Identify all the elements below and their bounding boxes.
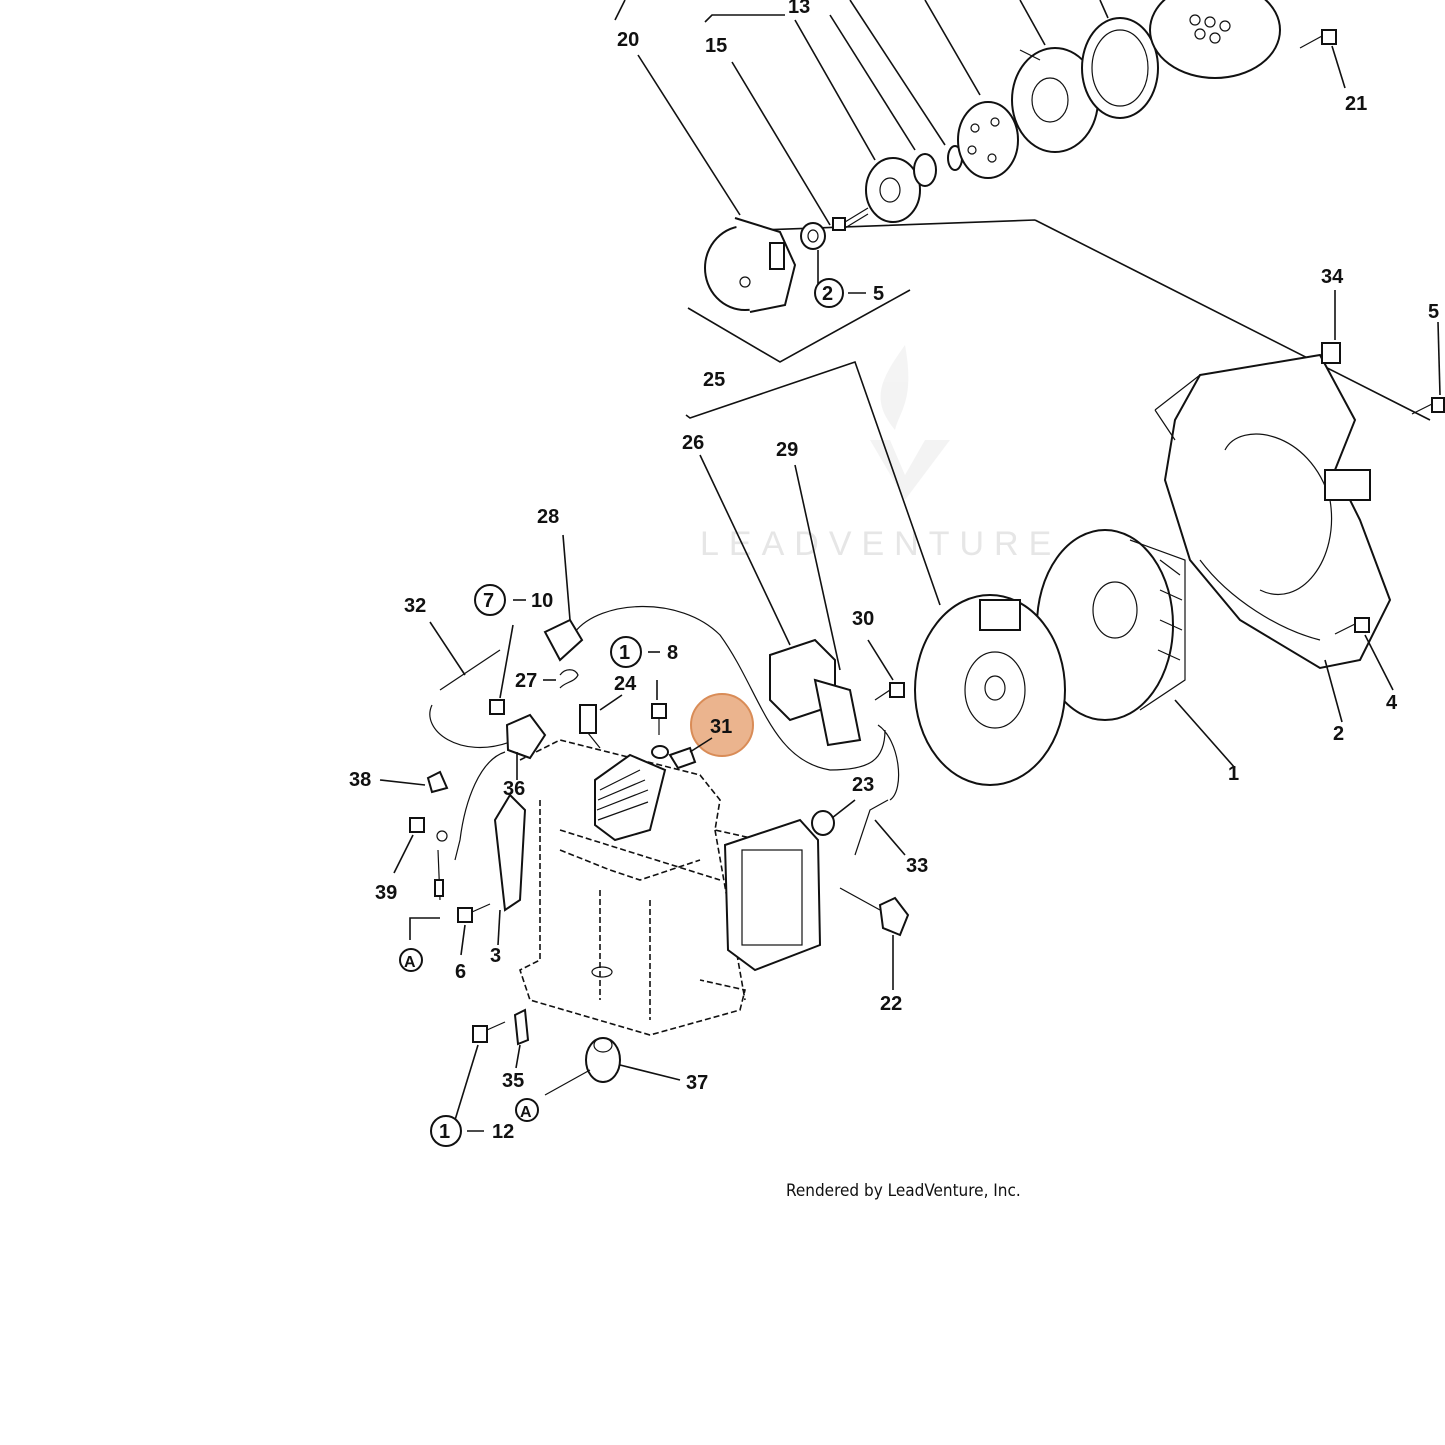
- callout-21: 21: [1345, 93, 1367, 115]
- highlight-marker-31[interactable]: [690, 693, 754, 757]
- starter-cup-part-20: [704, 217, 797, 313]
- callout-circle-A-bottom: [515, 1098, 539, 1122]
- bolt-part-35: [513, 1008, 530, 1046]
- callout-20: 20: [617, 29, 639, 51]
- callout-2: 2: [1333, 723, 1344, 745]
- switch-part-22: [839, 887, 910, 937]
- callout-7-10-num: 7: [483, 590, 494, 612]
- ring-part: [913, 145, 963, 187]
- callout-32: 32: [404, 595, 426, 617]
- plate-part-3: [493, 793, 527, 912]
- callout-2-5-suffix: 5: [873, 283, 884, 305]
- ignition-coil-part-26: [769, 638, 862, 747]
- bolt-part-6: [457, 903, 491, 923]
- callout-circle-A-left: [399, 948, 423, 972]
- callout-13: 13: [788, 0, 810, 18]
- callout-4: 4: [1386, 692, 1398, 714]
- callout-A-left: A: [404, 954, 416, 971]
- watermark-text: LEADVENTURE: [700, 525, 1061, 563]
- clip-part-38: [426, 770, 449, 794]
- callout-1-8-num: 1: [619, 642, 630, 664]
- plug-cap-part-28: [543, 618, 584, 662]
- callout-36: 36: [503, 778, 525, 800]
- callout-28: 28: [537, 506, 559, 528]
- callout-39: 39: [375, 882, 397, 904]
- bolt-part-15: [832, 207, 869, 231]
- spring-part-27: [559, 669, 579, 689]
- bolt-part-30: [874, 682, 905, 701]
- callout-6: 6: [455, 961, 466, 983]
- bolt-part-1-12: [472, 1021, 506, 1043]
- ratchet-plate: [957, 101, 1019, 179]
- callout-1-12-num: 1: [439, 1121, 450, 1143]
- callout-30: 30: [852, 608, 874, 630]
- clip-part-34: [1321, 342, 1341, 364]
- callout-1: 1: [1228, 763, 1239, 785]
- spark-plug-part-24: [579, 704, 601, 749]
- callout-34: 34: [1321, 266, 1344, 288]
- callout-26: 26: [682, 432, 704, 454]
- bolt-part-8: [651, 703, 667, 735]
- pulley-part-13: [865, 157, 921, 223]
- bracket-part-36: [505, 713, 547, 760]
- bolt-part-7-10: [489, 699, 505, 715]
- spring-part: [1081, 17, 1159, 119]
- callout-1-12-suffix: 12: [492, 1121, 514, 1143]
- callout-1-8-suffix: 8: [667, 642, 678, 664]
- nut-part-39: [409, 817, 448, 842]
- watermark-logo: [870, 345, 950, 500]
- callout-37: 37: [686, 1072, 708, 1094]
- nut-part-23: [811, 810, 835, 836]
- engine-block: [519, 739, 761, 1036]
- callout-29: 29: [776, 439, 798, 461]
- bolt-part-5-right: [1411, 397, 1445, 415]
- blower-housing-part-2: [1154, 353, 1392, 670]
- callout-circle-1-8: [610, 636, 642, 668]
- muffler: [723, 818, 822, 972]
- bolt-part-21: [1299, 29, 1337, 49]
- callout-35: 35: [502, 1070, 524, 1092]
- callout-24: 24: [614, 673, 637, 695]
- callout-27: 27: [515, 670, 537, 692]
- callout-31[interactable]: 31: [710, 716, 732, 738]
- starter-housing: [1149, 0, 1281, 79]
- reel-part: [1011, 47, 1099, 153]
- callout-circle-7-10: [474, 584, 506, 616]
- callout-3: 3: [490, 945, 501, 967]
- callout-38: 38: [349, 769, 371, 791]
- callout-circle-2-5: [814, 278, 844, 308]
- callout-23: 23: [852, 774, 874, 796]
- plug-part-37: [544, 1037, 621, 1096]
- callout-7-10-suffix: 10: [531, 590, 553, 612]
- callout-circle-1-12: [430, 1115, 462, 1147]
- callout-15: 15: [705, 35, 727, 57]
- callout-2-5-num: 2: [822, 283, 833, 305]
- callout-33: 33: [906, 855, 928, 877]
- washer-part-31: [651, 745, 697, 770]
- rotor: [914, 594, 1066, 786]
- bolt-part-4: [1334, 617, 1370, 635]
- callout-22: 22: [880, 993, 902, 1015]
- callout-25: 25: [703, 369, 725, 391]
- credit-text: Rendered by LeadVenture, Inc.: [786, 1181, 1021, 1201]
- nut-part-2-5: [800, 222, 826, 250]
- callout-A-bottom: A: [520, 1104, 532, 1121]
- callout-5-right: 5: [1428, 301, 1439, 323]
